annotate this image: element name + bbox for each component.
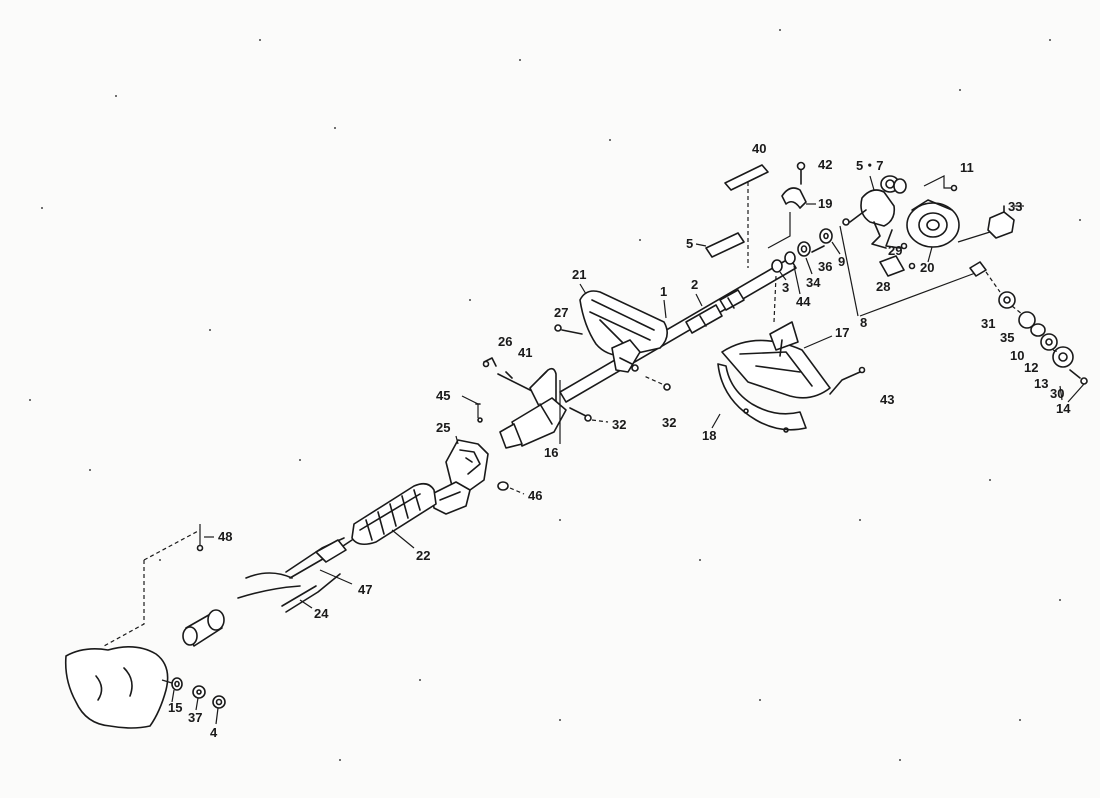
label-3: 3 [782,280,789,295]
label-leaders [171,175,1085,725]
collar-36 [811,245,825,253]
guard-17 [721,275,833,399]
label-47: 47 [358,582,372,597]
clamp-19 [781,187,816,209]
label-21: 21 [572,267,586,282]
label-41: 41 [518,345,532,360]
label-18: 18 [702,428,716,443]
plate-28-right [879,255,916,277]
blade-stack [998,291,1088,385]
guard-18 [717,363,807,433]
label-35: 35 [1000,330,1014,345]
label-19: 19 [818,196,832,211]
label-40: 40 [752,141,766,156]
bolt-27 [554,324,583,335]
shaft-grip [499,397,567,449]
label-20: 20 [920,260,934,275]
bolt-42 [796,161,806,185]
label-15: 15 [168,700,182,715]
label-48: 48 [218,529,232,544]
bearing-34 [797,241,811,257]
rod-43 [829,366,866,395]
label-28-right: 28 [876,279,890,294]
label-12: 12 [1024,360,1038,375]
label-25: 25 [436,420,450,435]
nut-4 [212,695,226,709]
label-5: 5 [686,236,693,251]
label-45: 45 [436,388,450,403]
label-44: 44 [796,294,811,309]
label-32-right: 32 [662,415,676,430]
label-27: 27 [554,305,568,320]
label-31: 31 [981,316,995,331]
nut-26 [482,357,497,368]
nut-46 [497,481,525,495]
cable-24 [281,573,341,613]
label-43: 43 [880,392,894,407]
barrier-bar-16 [529,367,557,409]
label-8: 8 [860,315,867,330]
background-specks [29,29,1081,761]
spacer-41 [497,371,535,393]
label-14: 14 [1056,401,1071,416]
label-42: 42 [818,157,832,172]
warning-label-40 [724,164,769,268]
bolt-45 [461,395,483,423]
label-13: 13 [1034,376,1048,391]
label-4: 4 [210,725,218,740]
part-labels: 40 42 19 5・7 11 33 5 21 1 2 3 44 34 36 9… [168,141,1071,740]
screw-32-left [569,407,609,423]
coupling-tube [182,609,225,647]
label-5-7: 5・7 [856,158,883,173]
bushing-44 [784,251,796,265]
label-17: 17 [835,325,849,340]
fitting-3 [771,259,783,273]
label-36: 36 [818,259,832,274]
label-33: 33 [1008,199,1022,214]
label-2: 2 [691,277,698,292]
screw-11 [923,175,958,192]
label-9: 9 [838,254,845,269]
throttle-housing-25 [431,439,489,515]
label-37: 37 [188,710,202,725]
label-34: 34 [806,275,821,290]
handle-21 [579,290,668,373]
leader-8 [839,225,1001,317]
plate-5 [705,232,745,258]
label-32-left: 32 [612,417,626,432]
label-11: 11 [960,160,974,175]
grip-22 [351,482,437,549]
screw-32-right [643,375,671,391]
label-26: 26 [498,334,512,349]
cover-20 [906,199,960,263]
label-46: 46 [528,488,542,503]
engine-housing [64,646,169,729]
washer-15 [171,677,183,691]
label-1: 1 [660,284,667,299]
washer-9 [819,228,833,244]
pin-29 [885,229,908,250]
label-10: 10 [1010,348,1024,363]
gear-case [849,175,907,249]
bracket-33 [957,205,1024,243]
wire-48 [103,524,214,647]
label-16: 16 [544,445,558,460]
label-29: 29 [888,243,902,258]
label-24: 24 [314,606,329,621]
cable-47 [237,537,353,599]
washer-37 [192,685,206,699]
label-22: 22 [416,548,430,563]
pin-right [842,218,850,226]
